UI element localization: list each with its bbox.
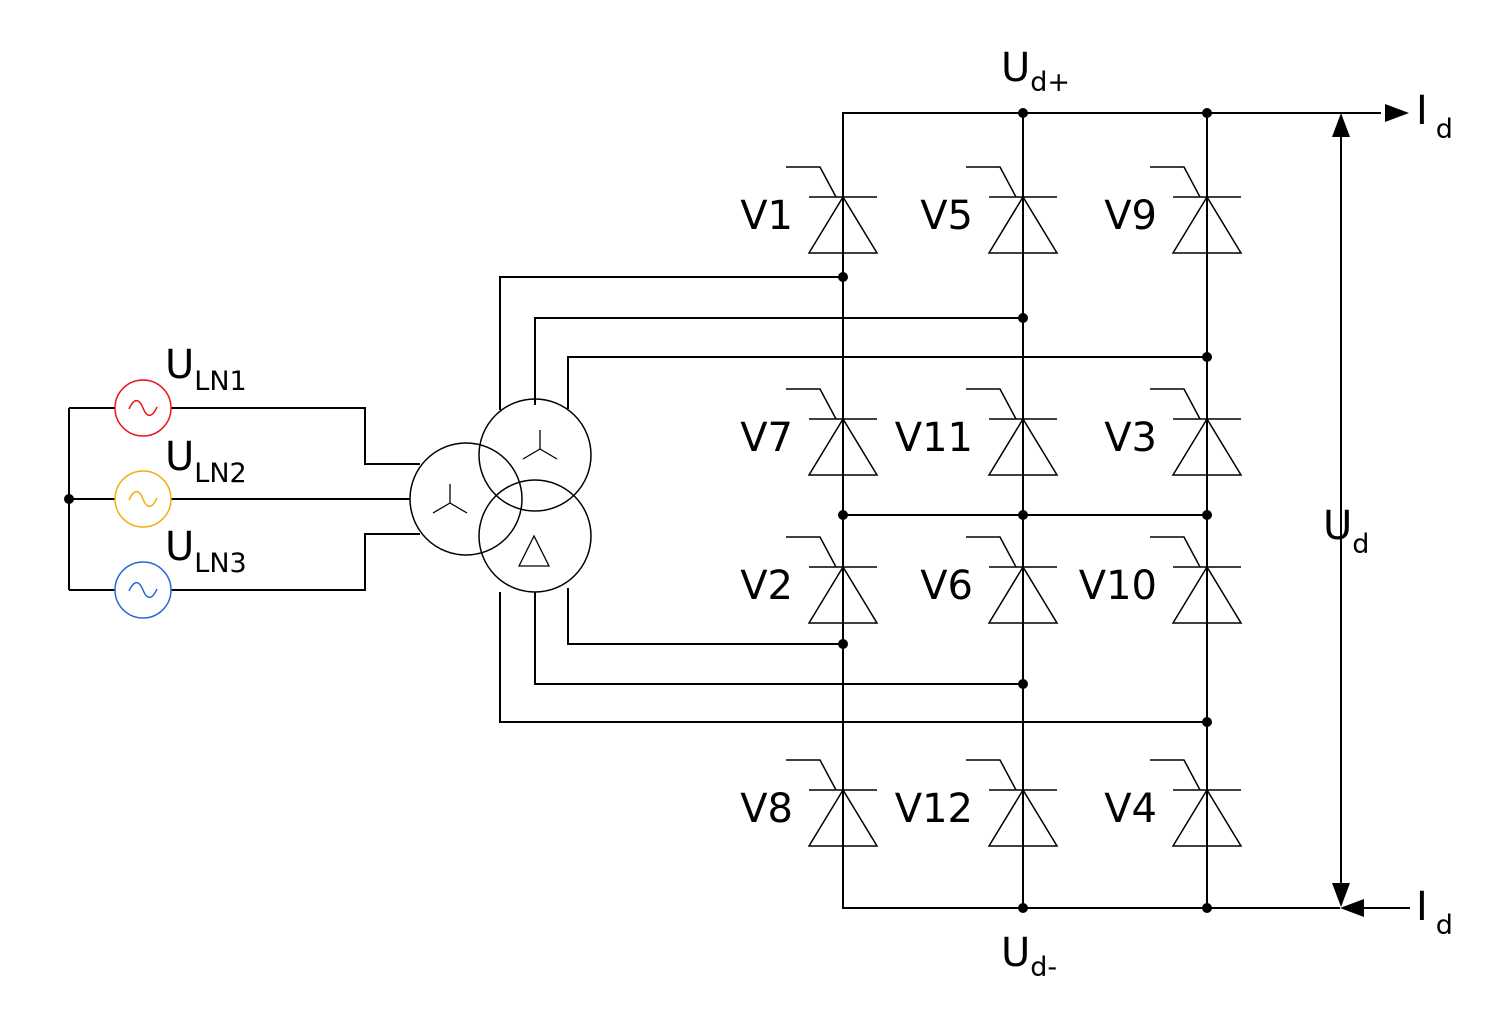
voltage-arrowhead-down xyxy=(1332,883,1350,907)
thyristor-label: V7 xyxy=(740,415,793,461)
thyristor-label: V8 xyxy=(740,786,793,832)
current-bottom-arrowhead xyxy=(1340,899,1364,917)
ac-source-circle xyxy=(114,561,172,619)
thyristor: V7 xyxy=(740,388,879,476)
thyristor: V2 xyxy=(740,536,879,624)
thyristor-label: V9 xyxy=(1104,193,1157,239)
dc-voltage-label: Ud xyxy=(1323,503,1369,560)
thyristor-label: V10 xyxy=(1079,563,1157,609)
thyristor-symbol xyxy=(1171,195,1243,254)
thyristor-label: V3 xyxy=(1104,415,1157,461)
thyristor-gate xyxy=(786,759,837,791)
thyristor-gate xyxy=(966,388,1017,420)
thyristor-label: V11 xyxy=(895,415,973,461)
ac-source: ULN1 xyxy=(114,342,247,437)
ac-source-circle xyxy=(114,379,172,437)
source-label: ULN1 xyxy=(165,342,247,397)
thyristor: V10 xyxy=(1079,536,1243,624)
thyristor-gate xyxy=(966,536,1017,568)
arrowheads xyxy=(1332,104,1409,917)
voltage-arrowhead-up xyxy=(1332,113,1350,137)
thyristor-gate xyxy=(786,536,837,568)
thyristor: V12 xyxy=(895,759,1059,847)
thyristor-symbol xyxy=(1171,788,1243,847)
thyristor-gate xyxy=(1150,388,1201,420)
thyristor-label: V6 xyxy=(920,563,973,609)
thyristor-label: V5 xyxy=(920,193,973,239)
thyristor-symbol xyxy=(987,195,1059,254)
delta-symbol xyxy=(517,534,551,567)
thyristor-gate xyxy=(1150,536,1201,568)
sine-wave-icon xyxy=(128,490,158,508)
thyristor-label: V12 xyxy=(895,786,973,832)
junction-dots xyxy=(64,108,1212,913)
thyristor: V5 xyxy=(920,166,1059,254)
transformer xyxy=(409,398,592,593)
thyristor-gate xyxy=(966,759,1017,791)
thyristor-symbol xyxy=(807,565,879,624)
sine-wave-icon xyxy=(128,581,158,599)
dc-minus-label: Ud- xyxy=(1001,930,1057,983)
sine-wave-icon xyxy=(128,399,158,417)
dc-plus-label: Ud+ xyxy=(1001,45,1070,98)
thyristor-symbol xyxy=(987,788,1059,847)
thyristor: V6 xyxy=(920,536,1059,624)
source-label: ULN3 xyxy=(165,524,247,579)
thyristor-symbol xyxy=(987,417,1059,476)
wye-symbol xyxy=(432,484,468,514)
wye-symbol xyxy=(522,430,558,460)
thyristor-label: V2 xyxy=(740,563,793,609)
transformer-secondary-delta-winding xyxy=(478,479,592,593)
thyristor: V11 xyxy=(895,388,1059,476)
thyristor-label: V4 xyxy=(1104,786,1157,832)
thyristor-gate xyxy=(1150,166,1201,198)
thyristor-symbol xyxy=(1171,417,1243,476)
thyristor: V9 xyxy=(1104,166,1243,254)
thyristor-label: V1 xyxy=(740,193,793,239)
thyristor: V3 xyxy=(1104,388,1243,476)
thyristor-symbol xyxy=(1171,565,1243,624)
thyristor: V1 xyxy=(740,166,879,254)
current-top-arrowhead xyxy=(1385,104,1409,122)
ac-source: ULN3 xyxy=(114,524,247,619)
thyristor-gate xyxy=(966,166,1017,198)
source-label: ULN2 xyxy=(165,434,247,489)
thyristor-gate xyxy=(786,388,837,420)
ac-source: ULN2 xyxy=(114,434,247,528)
transformer-primary-winding xyxy=(409,442,523,556)
thyristor: V8 xyxy=(740,759,879,847)
ac-source-circle xyxy=(114,470,172,528)
thyristor-symbol xyxy=(807,195,879,254)
thyristor-symbol xyxy=(807,788,879,847)
thyristor-gate xyxy=(1150,759,1201,791)
thyristor-symbol xyxy=(807,417,879,476)
thyristor-gate xyxy=(786,166,837,198)
thyristor: V4 xyxy=(1104,759,1243,847)
transformer-secondary-wye-winding xyxy=(478,398,592,512)
ac-wiring xyxy=(68,276,1207,723)
thyristor-symbol xyxy=(987,565,1059,624)
